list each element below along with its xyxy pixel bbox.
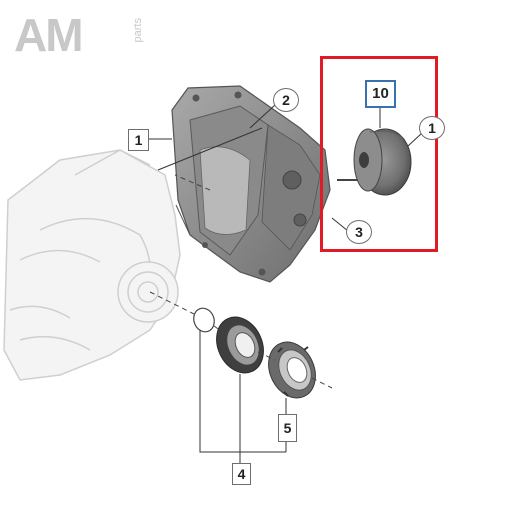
callout-2: 2 — [273, 88, 299, 112]
callout-5-flange: 5 — [278, 414, 297, 442]
o-ring — [193, 307, 215, 333]
am-parts-logo: AM parts — [14, 9, 144, 61]
part-10-highlight-frame — [320, 56, 438, 252]
callout-1-bolt: 1 — [419, 116, 445, 140]
logo-letters: AM — [14, 9, 84, 61]
rubber-bushing — [337, 128, 412, 196]
lock-flange — [268, 341, 316, 399]
callout-4-seal-kit: 4 — [232, 463, 251, 485]
axis-lines — [149, 174, 333, 389]
leader-lines — [148, 104, 423, 463]
callout-3: 3 — [346, 220, 372, 244]
differential-housing-ghost — [3, 149, 181, 381]
callout-1-housing: 1 — [128, 129, 149, 151]
shaft-seal — [216, 316, 264, 374]
callout-10-bushing: 10 — [365, 80, 396, 108]
housing-cover — [171, 85, 331, 283]
